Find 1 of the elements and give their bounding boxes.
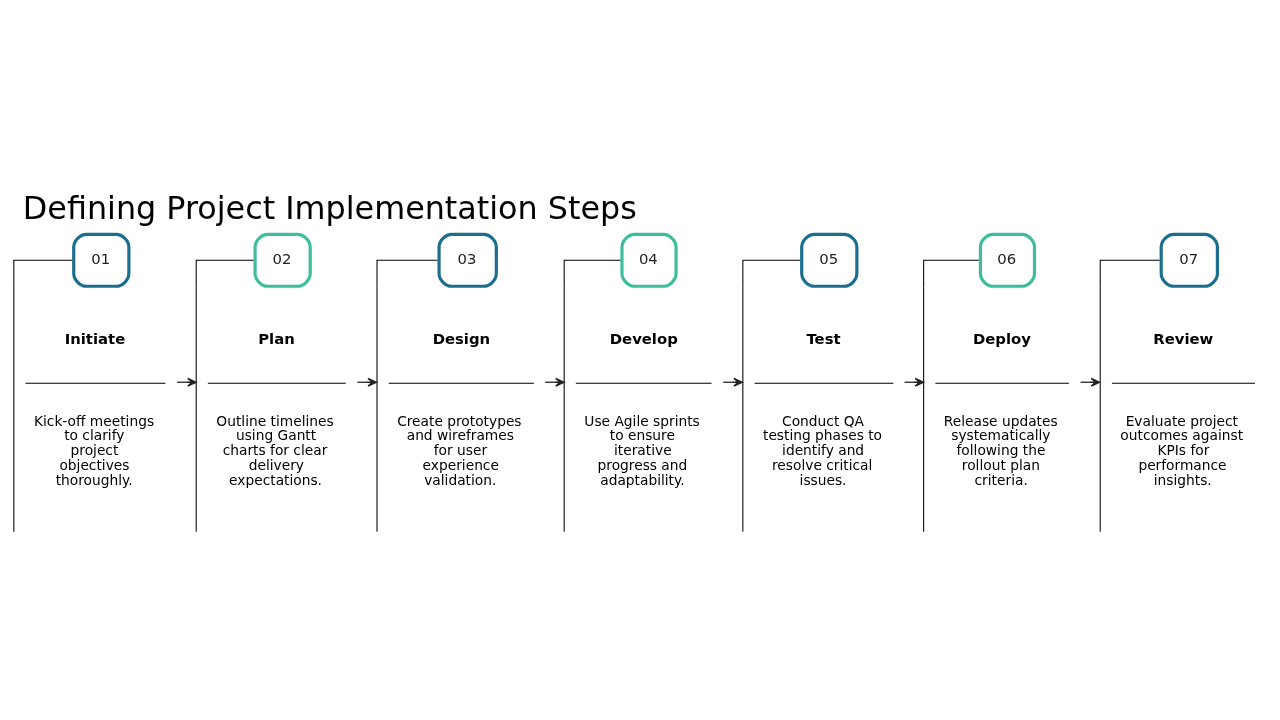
diagram-title: Defining Project Implementation Steps (22, 188, 637, 227)
